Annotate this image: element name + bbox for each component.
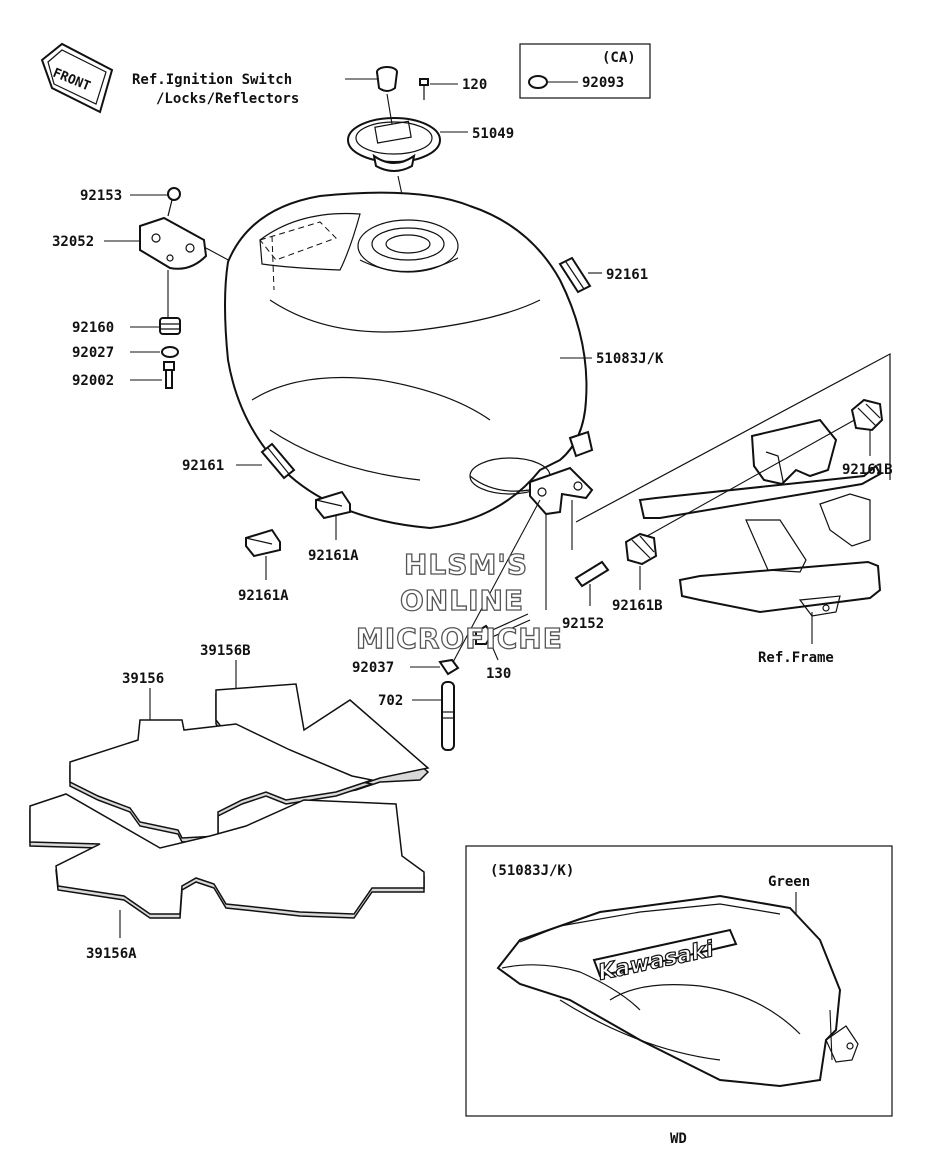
label-92002: 92002 <box>72 373 114 389</box>
label-92161A-low: 92161A <box>238 588 289 604</box>
collar-92152-icon <box>574 560 610 588</box>
watermark-line1: HLSM'S <box>404 548 528 581</box>
label-39156A: 39156A <box>86 946 137 962</box>
inset-box: (51083J/K) Green Kawasaki <box>465 845 893 1117</box>
grommet-92160-icon <box>159 317 181 335</box>
hose-702-icon <box>441 681 455 751</box>
grommet-92161B-right-icon <box>850 398 884 432</box>
pad-39156A-icon <box>29 793 425 919</box>
pad-92161A-mid-icon <box>315 490 351 520</box>
bolt-92153-icon <box>167 187 181 217</box>
bracket-32052-icon <box>139 216 233 270</box>
label-92160: 92160 <box>72 320 114 336</box>
label-92153: 92153 <box>80 188 122 204</box>
bolt-130-icon <box>475 613 531 645</box>
ref-ignition-label-line1: Ref.Ignition Switch <box>132 72 292 88</box>
watermark-line2: ONLINE <box>400 584 524 617</box>
label-120: 120 <box>462 77 487 93</box>
label-32052: 32052 <box>52 234 94 250</box>
label-92152: 92152 <box>562 616 604 632</box>
label-39156B: 39156B <box>200 643 251 659</box>
label-92161B-mid: 92161B <box>612 598 663 614</box>
pad-92161A-low-icon <box>245 528 281 558</box>
label-92161-left: 92161 <box>182 458 224 474</box>
ca-box-header: (CA) <box>602 50 636 66</box>
rubber-strip-92161-left-icon <box>260 442 296 480</box>
ignition-plug-icon <box>376 66 398 92</box>
screw-120-icon <box>419 78 429 100</box>
collar-92027-icon <box>161 346 179 358</box>
ref-frame-label: Ref.Frame <box>758 650 834 666</box>
inset-footer: WD <box>670 1131 687 1147</box>
label-92093: 92093 <box>582 75 624 91</box>
ca-box: (CA) 92093 <box>519 43 651 99</box>
label-39156: 39156 <box>122 671 164 687</box>
label-51083: 51083J/K <box>596 351 664 367</box>
frame-rails-icon <box>575 352 891 617</box>
front-arrow-icon: FRONT <box>40 42 114 114</box>
label-92027: 92027 <box>72 345 114 361</box>
tank-rear-bracket-icon <box>529 430 594 516</box>
clip-92037-icon <box>438 658 460 676</box>
grommet-92161B-mid-icon <box>624 532 658 566</box>
pad-39156-icon <box>69 719 375 843</box>
cap-nut-icon <box>528 75 548 89</box>
label-92161B-right: 92161B <box>842 462 893 478</box>
label-92161-top: 92161 <box>606 267 648 283</box>
fuel-cap-flange-icon <box>347 117 441 172</box>
label-92037: 92037 <box>352 660 394 676</box>
inset-color-label: Green <box>768 874 810 890</box>
bolt-92002-icon <box>163 361 175 389</box>
inset-tank-icon <box>496 894 859 1088</box>
ref-ignition-label-line2: /Locks/Reflectors <box>156 91 299 107</box>
inset-header: (51083J/K) <box>490 863 574 879</box>
watermark-line3: MICROFICHE <box>356 622 563 655</box>
fuel-tank-icon <box>224 191 588 530</box>
label-130: 130 <box>486 666 511 682</box>
label-51049: 51049 <box>472 126 514 142</box>
label-92161A-mid: 92161A <box>308 548 359 564</box>
label-702: 702 <box>378 693 403 709</box>
rubber-strip-92161-top-icon <box>558 256 592 294</box>
